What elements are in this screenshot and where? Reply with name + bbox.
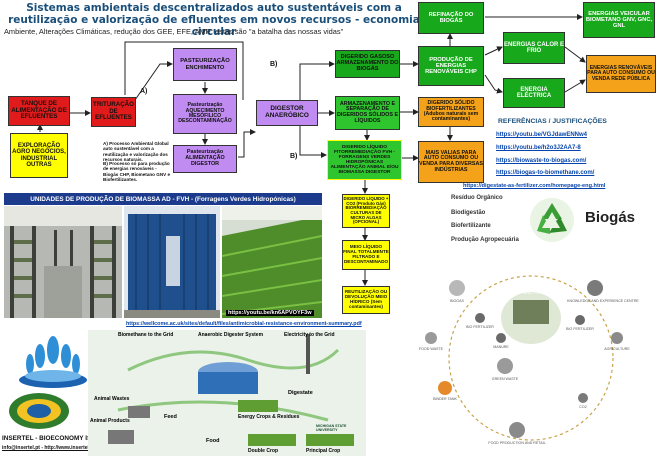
armazenamento-separacao-box: ARMAZENAMENTO E SEPARAÇÃO DE DIGERIDOS S… — [335, 96, 400, 130]
digerido-solido-box: DIGERIDO SÓLIDO BIOFERTILIZANTES (Adubos… — [418, 97, 484, 127]
label-a: A) — [140, 88, 148, 95]
meio-liquido-box: MEIO LÍQUIDO FINAL TOTALMENTE FILTRADO E… — [342, 240, 390, 270]
mais-valias-box: MAIS VALIAS PARA AUTO CONSUMO OU VENDA P… — [418, 141, 484, 183]
energias-renovaveis-box: ENERGIAS RENOVÁVEIS PARA AUTO CONSUMO OU… — [586, 55, 656, 93]
digester-lifecycle-image — [108, 334, 354, 446]
shelves-image — [4, 206, 122, 318]
reference-link-2[interactable]: https://youtu.be/h2o3J2AA7-8 — [496, 145, 581, 151]
biogas-producao: Produção Agropecuária — [451, 237, 519, 243]
cycle-item-bio-fertilizer: BIO FERTILIZER — [466, 325, 494, 329]
cycle-item-agriculture: AGRICULTURE — [604, 347, 630, 351]
page-title: Sistemas ambientais descentralizados aut… — [8, 2, 420, 38]
cycle-item-knowledge: KNOWLEDGE AND EXPERIENCE CENTRE — [567, 299, 639, 303]
connector — [299, 126, 327, 158]
cycle-item-bio-fertilizer-2: BIO FERTILIZER — [566, 327, 594, 331]
refinacao-biogas-box: REFINAÇÃO DO BIOGÁS — [418, 2, 484, 34]
youtube-link[interactable]: https://youtu.be/kn6APVOYF3w — [226, 310, 314, 316]
connector — [299, 61, 335, 100]
references-heading: REFERÊNCIAS / JUSTIFICAÇÕES — [498, 118, 607, 125]
circular-economy-diagram: THE MAGIC FACTORY BIOGAS FOOD WASTE BIO … — [419, 275, 639, 445]
digerido-gasoso-box: DIGERIDO GASOSO ARMAZENAMENTO DO BIOGÁS — [335, 50, 400, 78]
lc-digestate: Digestate — [288, 390, 313, 396]
cycle-item-food-waste: FOOD WASTE — [419, 347, 444, 351]
reference-link-3[interactable]: https://biowaste-to-biogas.com/ — [496, 158, 587, 164]
energias-calor-box: ENERGIAS CALOR E FRIO — [503, 32, 565, 64]
page-subtitle: Ambiente, Alterações Climáticas, redução… — [4, 27, 344, 36]
lc-principal-crop: Principal Crop — [306, 448, 341, 454]
company-name: INSERTEL - BIOECONOMY ISD, LDA — [2, 435, 113, 442]
pasteurizacao-alimentacao-box: Pasteurização ALIMENTAÇÃO DIGESTOR — [173, 145, 237, 173]
photo-container — [124, 206, 220, 318]
digerido-co2-box: DIGERIDO LÍQUIDO + CO2 (Produto Gás) BIO… — [342, 194, 390, 228]
energias-veicular-box: ENERGIAS VEICULAR BIOMETANO GNV, GNC, GN… — [583, 2, 655, 38]
cycle-item-green-waste: GREEN WASTE — [492, 377, 519, 381]
biogas-logo-text: Biogás — [585, 209, 636, 226]
reference-link-4[interactable]: https://biogas-to-biomethane.com/ — [496, 170, 595, 176]
cycle-item-biogas: BIOGAS — [450, 299, 464, 303]
biogas-panel: Resíduo Orgânico Biodigestão Biofertiliz… — [447, 193, 657, 257]
lc-double-crop: Double Crop — [248, 448, 278, 454]
lc-energy-crops: Energy Crops & Residues — [238, 414, 300, 420]
connector — [134, 61, 173, 101]
lc-animal-products: Animal Products — [90, 418, 130, 424]
lc-msu: MICHIGAN STATE UNIVERSITY — [316, 424, 347, 432]
lc-digester: Anaerobic Digester System — [198, 332, 264, 338]
lc-biomethane: Biomethane to the Grid — [118, 332, 174, 338]
company-contact[interactable]: info@insertel.pt - http://www.insertel.p… — [2, 445, 97, 451]
pasteurizacao-aquecimento-box: Pasteurização AQUECIMENTO MESÓFILICO DES… — [173, 94, 237, 134]
digerido-liquido-box: DIGERIDO LÍQUIDO FITORREMEDIAÇÃO FVH - F… — [327, 140, 402, 180]
lc-wastes: Animal Wastes — [94, 396, 130, 402]
reference-link-5[interactable]: https://digestate-as-fertilizer.com/home… — [463, 183, 606, 189]
biogas-biodigestao: Biodigestão — [451, 210, 486, 216]
biogas-biofertilizante: Biofertilizante — [451, 223, 491, 229]
lc-electricity: Electricity to the Grid — [284, 332, 335, 338]
reutilizacao-box: REUTILIZAÇÃO OU DEVOLUÇÃO MEIO HÍDRICO (… — [342, 286, 390, 314]
digestor-anaerobico-box: DIGESTOR ANAERÓBICO — [256, 100, 318, 126]
energia-electrica-box: ENERGIA ELÉCTRICA — [503, 78, 565, 108]
connector — [564, 46, 586, 63]
wellcome-link[interactable]: https://wellcome.ac.uk/sites/default/fil… — [126, 321, 362, 327]
cycle-item-manure: MANURE — [493, 345, 509, 349]
lc-food: Food — [206, 438, 220, 444]
water-droplets-logo — [19, 336, 87, 388]
container-image — [124, 206, 220, 318]
bioeconomy-globe-logo — [9, 393, 69, 429]
recycle-icon — [530, 198, 574, 242]
note-a: A) Processo Ambiental Global auto susten… — [103, 141, 169, 163]
label-b-bottom: B) — [290, 153, 298, 160]
photo-forage — [222, 206, 322, 318]
forage-image — [222, 206, 322, 318]
connector — [484, 74, 503, 94]
pasteurizacao-enchimento-box: PASTEURIZAÇÃO ENCHIMENTO — [173, 48, 237, 81]
exploracao-box: EXPLORAÇÃO AGRO NEGÓCIOS, INDUSTRIAL OUT… — [10, 133, 68, 178]
label-b-top: B) — [270, 61, 278, 68]
note-b: B) Processo só para produção de energias… — [103, 161, 171, 183]
producao-energias-box: PRODUÇÃO DE ENERGIAS RENOVÁVEIS CHP — [418, 46, 484, 86]
factory-icon — [513, 300, 549, 324]
connector — [484, 46, 503, 56]
connector — [124, 41, 244, 100]
cycle-center: THE MAGIC FACTORY — [505, 290, 558, 296]
lc-feed: Feed — [164, 414, 177, 420]
cycle-item-co2: CO2 — [579, 405, 586, 409]
connector — [564, 79, 586, 93]
photos-band-title: UNIDADES DE PRODUÇÃO DE BIOMASSA AD - FV… — [4, 193, 322, 205]
reference-link-1[interactable]: https://youtu.be/VGJdawENNw4 — [496, 132, 588, 138]
connector — [238, 129, 256, 158]
cycle-item-binder-tank: BINDER TANK — [433, 397, 457, 401]
digester-lifecycle-panel: Biomethane to the Grid Anaerobic Digeste… — [88, 330, 366, 456]
trituracao-box: TRITURAÇÃO DE EFLUENTES — [91, 97, 136, 127]
biogas-residuo: Resíduo Orgânico — [451, 195, 503, 201]
photo-shelves — [4, 206, 122, 318]
cycle-item-food-production: FOOD PRODUCTION AND RETAIL — [488, 441, 545, 445]
tanque-alimentacao-box: TANQUE DE ALIMENTAÇÃO DE EFLUENTES — [8, 96, 70, 126]
